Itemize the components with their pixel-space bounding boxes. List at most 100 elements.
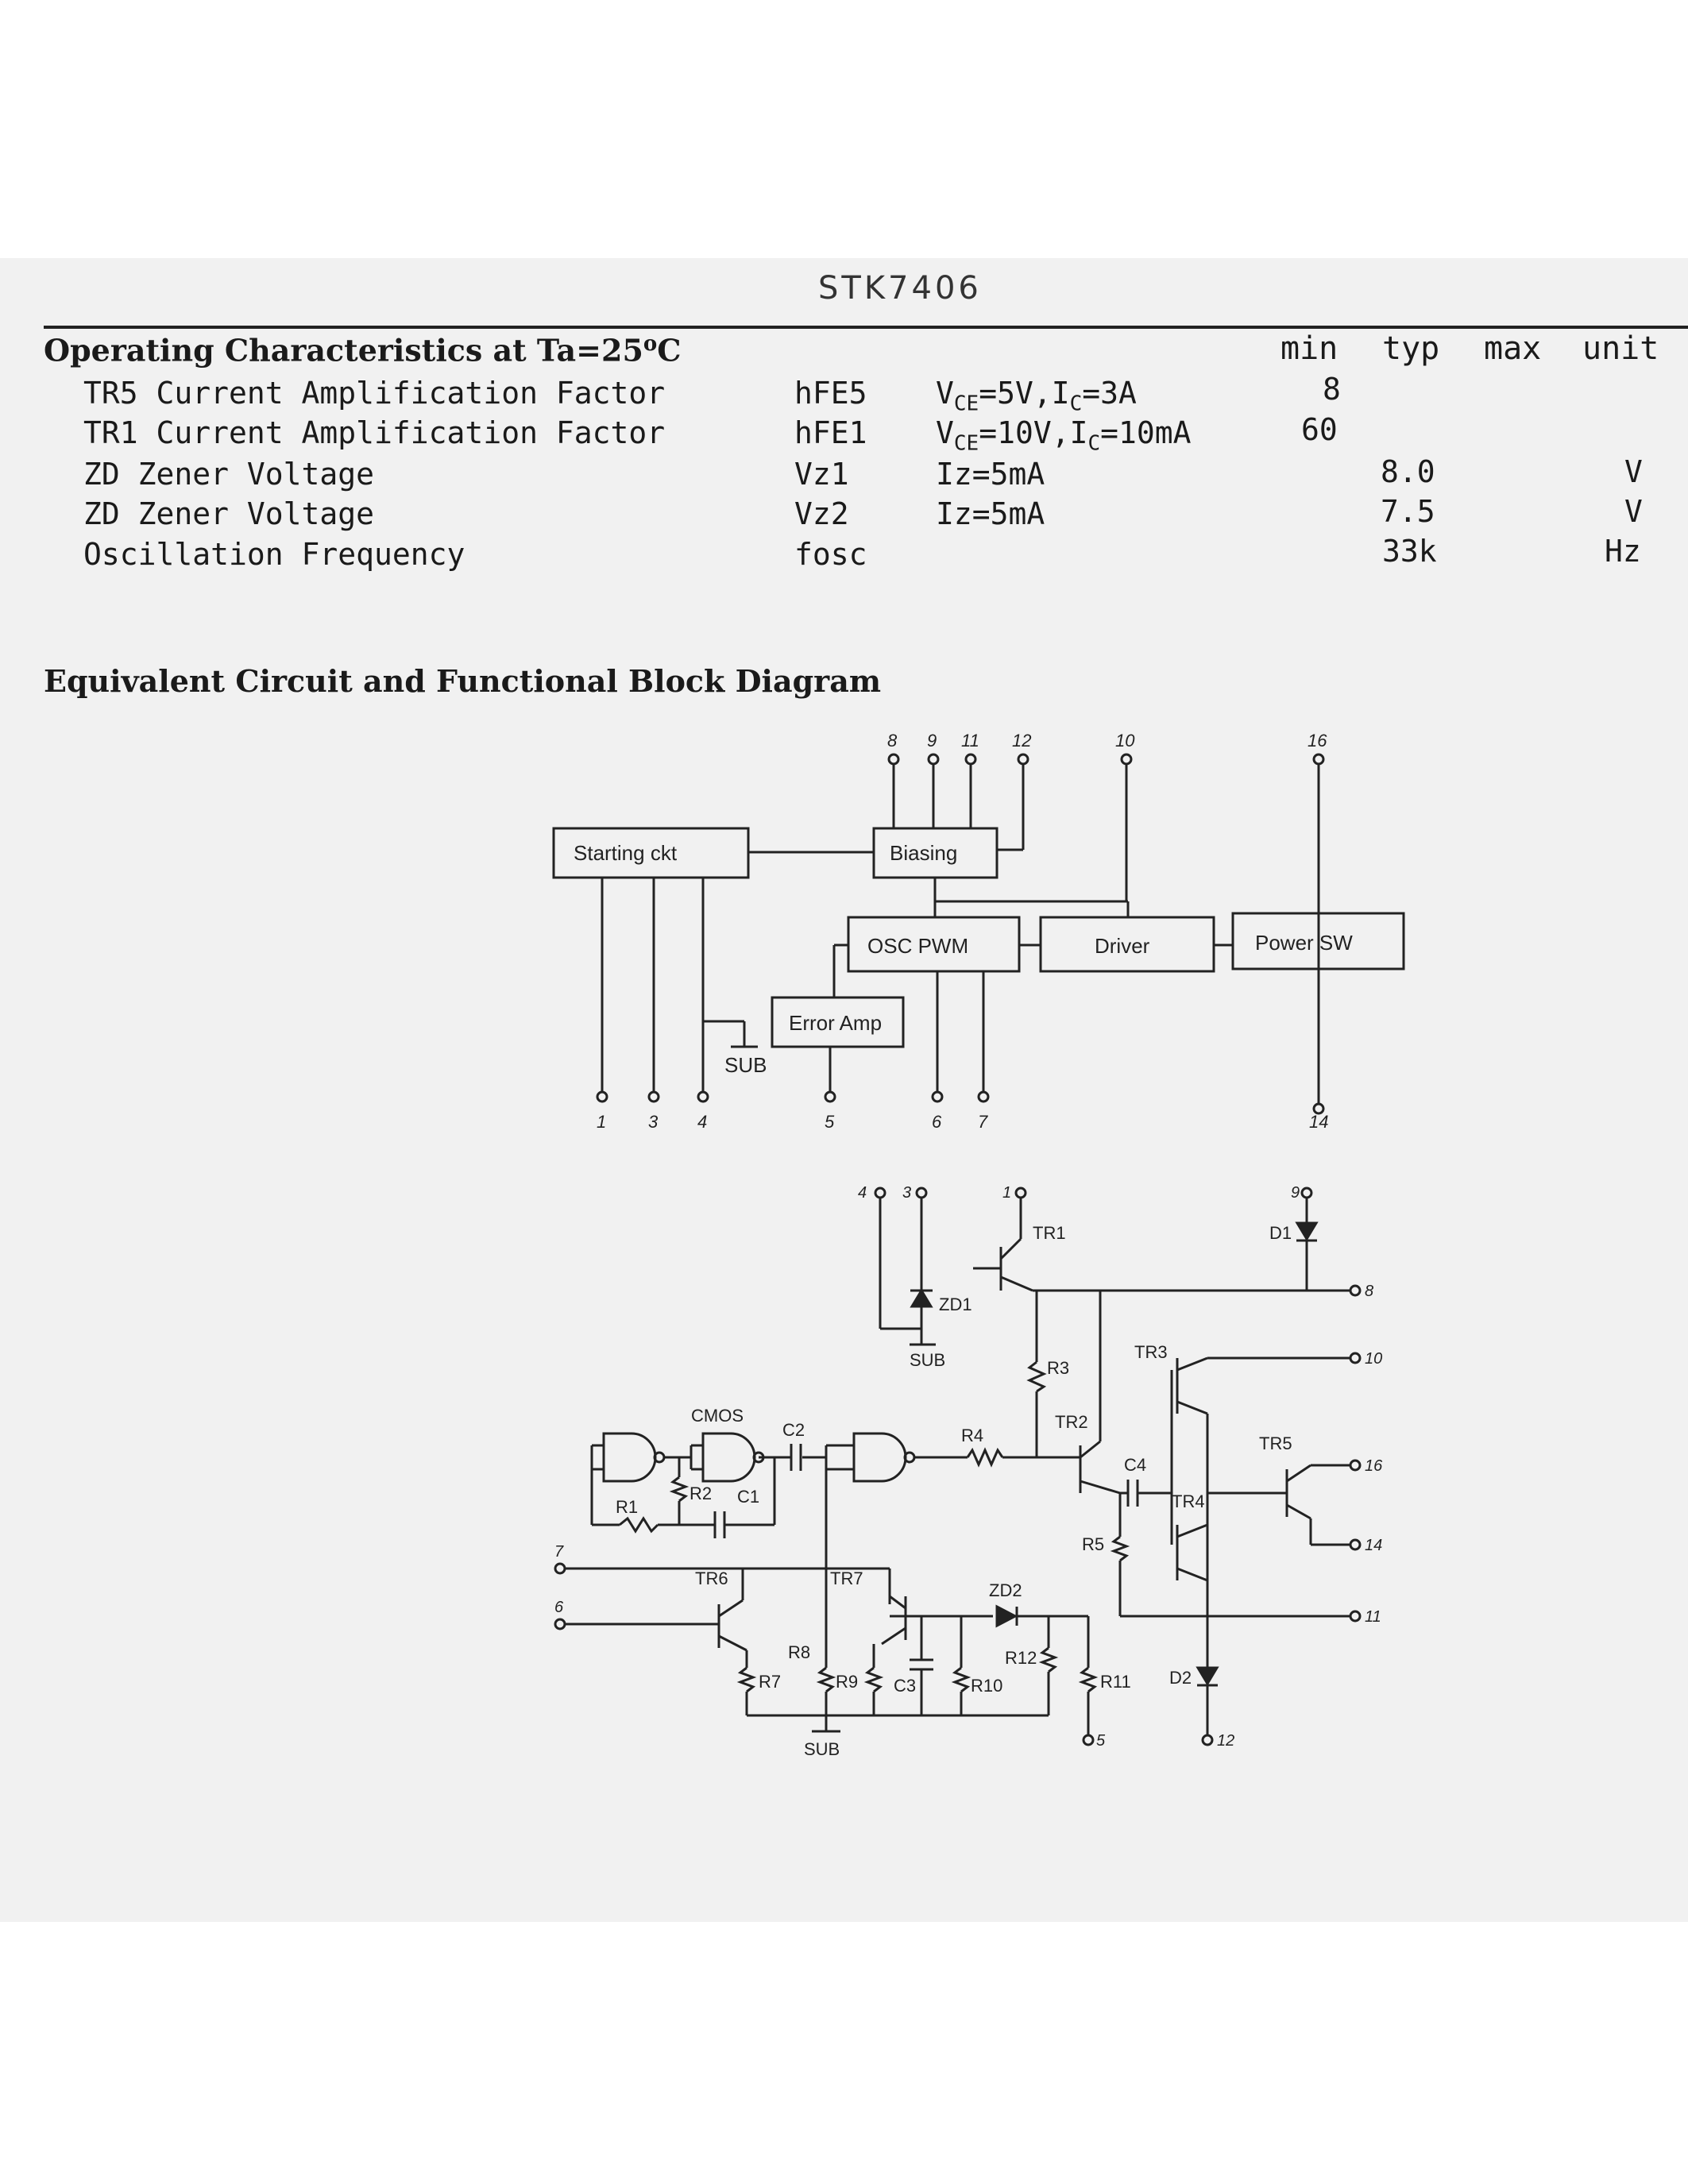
schematic-stroke — [1176, 1356, 1208, 1372]
pin-16-terminal — [1349, 1459, 1362, 1472]
schematic-label: C2 — [782, 1420, 805, 1440]
schematic-stroke — [1078, 1666, 1099, 1693]
pin-4-terminal — [874, 1187, 886, 1199]
pin-label: 10 — [1115, 731, 1135, 751]
functional-block-diagram: Starting ckt Biasing OSC PWM Driver Powe… — [552, 731, 1405, 1132]
schematic-stroke — [718, 1599, 744, 1618]
schematic-label: R5 — [1082, 1534, 1104, 1554]
schematic-stroke — [1080, 1480, 1121, 1495]
schematic-stroke — [596, 1090, 608, 1103]
col-header-typ: typ — [1382, 330, 1440, 367]
schematic-label: D2 — [1169, 1668, 1192, 1688]
diagram-heading: Equivalent Circuit and Functional Block … — [44, 663, 882, 699]
driver-label: Driver — [1095, 934, 1150, 958]
row-condition: Iz=5mA — [936, 457, 1045, 492]
pin-label: 4 — [697, 1112, 707, 1132]
row-symbol: Vz1 — [794, 457, 849, 492]
row-unit: Hz — [1605, 534, 1641, 569]
operating-heading-text: Operating Characteristics at Ta=25 — [44, 332, 643, 369]
schematic-label: 16 — [1365, 1457, 1383, 1475]
row-min: 8 — [1323, 372, 1341, 407]
schematic-label: 5 — [1096, 1732, 1106, 1750]
schematic-stroke — [887, 753, 900, 766]
zd1-diode — [910, 1288, 933, 1308]
schematic-label: 4 — [858, 1184, 867, 1202]
schematic-label: CMOS — [691, 1406, 744, 1426]
error-amp-label: Error Amp — [789, 1011, 882, 1035]
pin-label: 14 — [1309, 1112, 1328, 1132]
schematic-label: SUB — [910, 1350, 945, 1370]
schematic-label: TR1 — [1033, 1223, 1066, 1243]
row-symbol: hFE5 — [794, 376, 867, 411]
schematic-stroke — [1080, 1440, 1101, 1459]
schematic-label: TR3 — [1134, 1342, 1168, 1362]
schematic-stroke — [669, 1476, 689, 1503]
temp-unit: C — [657, 332, 682, 369]
nand-gate-1 — [602, 1432, 657, 1483]
schematic-stroke — [1286, 1464, 1311, 1483]
pin-9-terminal — [1300, 1187, 1313, 1199]
operating-characteristics-heading: Operating Characteristics at Ta=25oC — [44, 332, 682, 369]
schematic-stroke — [1286, 1503, 1311, 1520]
pin-label: 9 — [927, 731, 937, 751]
schematic-label: TR2 — [1055, 1412, 1088, 1432]
pin-label: 5 — [825, 1112, 835, 1132]
schematic-stroke — [903, 1451, 916, 1464]
schematic-label: R12 — [1005, 1648, 1037, 1668]
schematic-label: TR5 — [1259, 1433, 1292, 1453]
schematic-label: D1 — [1269, 1223, 1292, 1243]
schematic-stroke — [1110, 1535, 1130, 1562]
col-header-unit: unit — [1582, 330, 1659, 367]
schematic-stroke — [824, 1090, 836, 1103]
schematic-label: 8 — [1365, 1283, 1373, 1300]
row-min: 60 — [1301, 412, 1338, 447]
schematic-stroke — [1026, 1360, 1047, 1393]
part-number-title: STK7406 — [818, 270, 982, 307]
schematic-stroke — [697, 1090, 709, 1103]
schematic-label: R2 — [689, 1484, 712, 1503]
col-header-min: min — [1280, 330, 1338, 367]
row-typ: 33k — [1382, 534, 1437, 569]
pin-14-terminal — [1349, 1538, 1362, 1551]
schematic-stroke — [927, 753, 940, 766]
degree-sign: o — [643, 332, 658, 356]
schematic-stroke — [999, 1237, 1022, 1260]
row-name: ZD Zener Voltage — [83, 496, 375, 531]
schematic-stroke — [619, 1516, 659, 1534]
row-unit: V — [1624, 454, 1643, 489]
schematic-label: 10 — [1365, 1350, 1382, 1368]
schematic-stroke — [736, 1666, 757, 1693]
schematic-stroke — [1176, 1523, 1208, 1538]
pin-8-terminal — [1349, 1284, 1362, 1297]
pin-label: 11 — [961, 731, 979, 751]
pin-label: 7 — [978, 1112, 988, 1132]
schematic-stroke — [951, 1666, 971, 1693]
schematic-stroke — [1312, 1102, 1325, 1115]
nand-gate-3 — [852, 1432, 907, 1483]
pin-5-terminal — [1082, 1734, 1095, 1746]
schematic-stroke — [881, 1626, 906, 1646]
schematic-stroke — [1176, 1400, 1208, 1415]
pin-label: 6 — [932, 1112, 942, 1132]
row-unit: V — [1624, 494, 1643, 529]
schematic-stroke — [889, 1595, 906, 1610]
pin-6-terminal — [554, 1618, 566, 1630]
schematic-stroke — [977, 1090, 990, 1103]
power-sw-label: Power SW — [1255, 931, 1353, 955]
schematic-label: C4 — [1124, 1455, 1146, 1475]
error-amp-block — [771, 996, 905, 1048]
document-sheet — [0, 258, 1688, 1922]
schematic-label: R8 — [788, 1642, 810, 1662]
osc-pwm-label: OSC PWM — [867, 934, 968, 958]
schematic-stroke — [718, 1634, 747, 1652]
schematic-stroke — [1120, 753, 1133, 766]
pin-label: 12 — [1012, 731, 1031, 751]
row-typ: 8.0 — [1381, 454, 1435, 489]
schematic-stroke — [647, 1090, 660, 1103]
schematic-label: ZD2 — [989, 1580, 1022, 1600]
row-condition: VCE=10V,IC=10mA — [936, 415, 1192, 456]
schematic-label: 14 — [1365, 1537, 1382, 1554]
row-name: ZD Zener Voltage — [83, 457, 375, 492]
row-symbol: fosc — [794, 537, 867, 572]
col-header-max: max — [1484, 330, 1542, 367]
